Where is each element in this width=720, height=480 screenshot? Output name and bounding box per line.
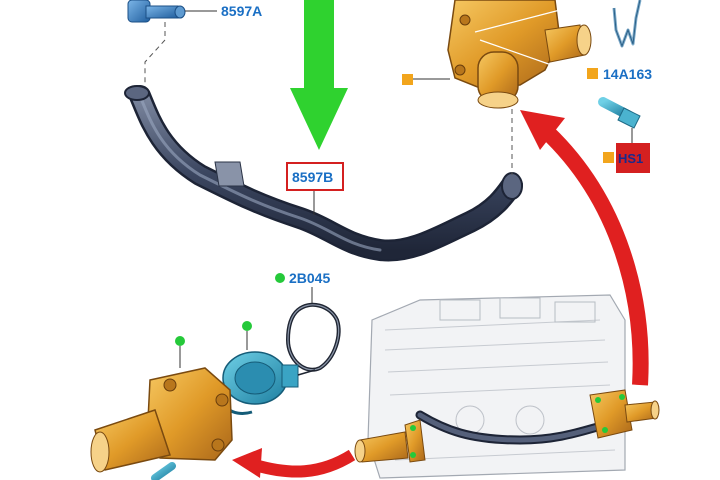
label-box-hs1 (616, 143, 650, 173)
thermostat-housing-lower (90, 367, 233, 473)
dashed-leader-connector (144, 22, 166, 90)
gasket-2b045 (285, 302, 341, 372)
hose-connector-8597a (127, 0, 186, 23)
thermostat-valve (220, 351, 316, 415)
orange-marker-bolt (603, 152, 614, 163)
spring-clip-14a163 (612, 0, 642, 48)
label-14a163: 14A163 (603, 66, 652, 82)
red-curved-arrow-bottom-icon (232, 448, 356, 478)
label-8597a: 8597A (221, 3, 262, 19)
label-2b045: 2B045 (289, 270, 330, 286)
green-marker-gasket (275, 273, 285, 283)
thermostat-housing-top (447, 0, 592, 109)
label-box-8597b (286, 162, 344, 191)
bolt-hs1 (598, 97, 641, 129)
installed-coolant-pipe (415, 410, 610, 445)
orange-marker-housing (402, 74, 413, 85)
installed-housing-right (589, 389, 660, 439)
installed-housing-left (354, 419, 426, 463)
green-marker-thermostat (242, 321, 252, 331)
coolant-pipe-8597b (124, 85, 523, 262)
label-hs1: HS1 (618, 151, 643, 166)
green-marker-lower-housing (175, 336, 185, 346)
label-8597b: 8597B (292, 169, 333, 185)
green-arrow-icon (290, 0, 348, 150)
bolt-lower-icon (151, 462, 176, 480)
orange-marker-clip (587, 68, 598, 79)
red-curved-arrow-right-icon (520, 110, 649, 386)
